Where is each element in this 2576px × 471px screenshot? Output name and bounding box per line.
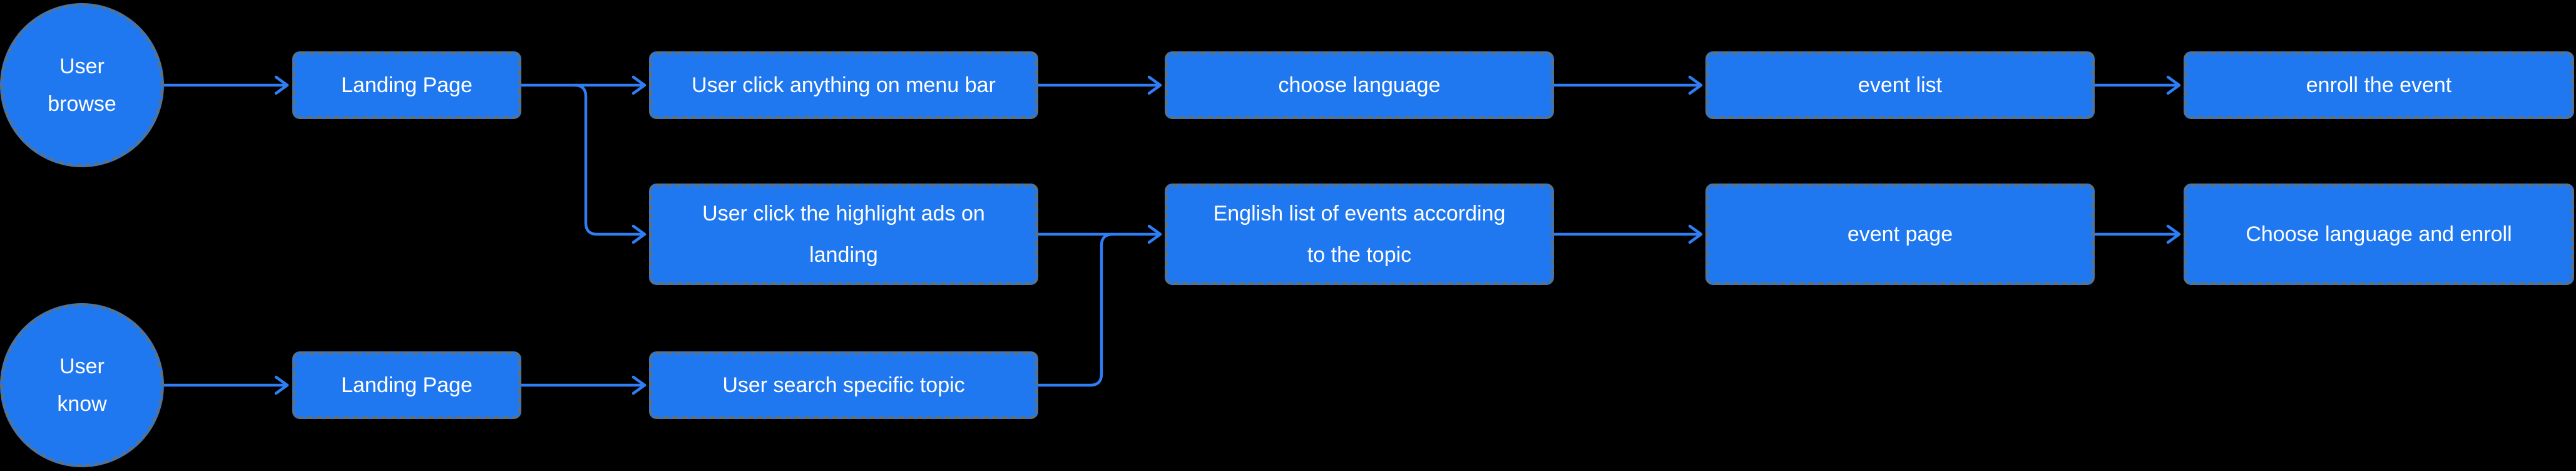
node-label: choose language xyxy=(1278,73,1441,97)
node-label: Landing Page xyxy=(341,373,473,397)
node-user-browse[interactable]: User browse xyxy=(0,3,164,167)
node-label: Choose language and enroll xyxy=(2246,222,2512,246)
node-landing-page-top[interactable]: Landing Page xyxy=(292,51,521,119)
connector-search-topic-to-english-list[interactable] xyxy=(1038,232,1113,387)
node-label: User browse xyxy=(48,54,116,116)
node-choose-language[interactable]: choose language xyxy=(1165,51,1554,119)
node-event-list[interactable]: event list xyxy=(1705,51,2095,119)
node-user-know[interactable]: User know xyxy=(0,303,164,467)
node-enroll-event[interactable]: enroll the event xyxy=(2184,51,2574,119)
node-menu-bar[interactable]: User click anything on menu bar xyxy=(649,51,1038,119)
node-label: event list xyxy=(1858,73,1943,97)
node-search-topic[interactable]: User search specific topic xyxy=(649,351,1038,419)
node-highlight-ads[interactable]: User click the highlight ads on landing xyxy=(649,184,1038,285)
node-label: event page xyxy=(1847,222,1953,246)
node-label: enroll the event xyxy=(2306,73,2452,97)
connector-landing-top-to-highlight-ads[interactable] xyxy=(574,83,647,244)
node-label: English list of events according to the … xyxy=(1213,202,1506,267)
node-event-page[interactable]: event page xyxy=(1705,184,2095,285)
node-label: User know xyxy=(57,355,107,416)
node-landing-page-bottom[interactable]: Landing Page xyxy=(292,351,521,419)
node-label: User click the highlight ads on landing xyxy=(702,202,985,267)
node-choose-enroll[interactable]: Choose language and enroll xyxy=(2184,184,2574,285)
node-label: Landing Page xyxy=(341,73,473,97)
node-english-list[interactable]: English list of events according to the … xyxy=(1165,184,1554,285)
node-label: User search specific topic xyxy=(722,373,965,397)
node-label: User click anything on menu bar xyxy=(692,73,996,97)
